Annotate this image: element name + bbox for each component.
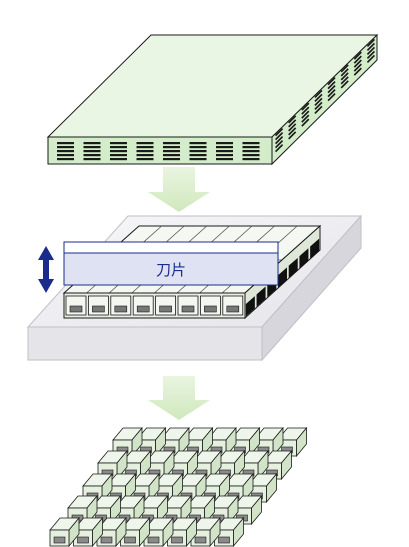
double-arrow-icon — [38, 246, 54, 293]
side-vent-group — [288, 115, 297, 140]
vent-group — [216, 142, 233, 161]
blade-slot — [199, 295, 221, 316]
blade-slot — [88, 295, 109, 316]
side-vent-group — [274, 128, 284, 153]
blade-slot — [110, 295, 132, 316]
enclosure-front-slots — [65, 295, 244, 316]
blade-unit — [143, 516, 174, 547]
side-vent-group — [353, 51, 362, 76]
tray-front-face — [27, 326, 263, 361]
vent-group — [242, 142, 260, 161]
down-arrow-icon — [148, 376, 210, 420]
vent-group — [110, 142, 127, 161]
server-front-face — [47, 136, 273, 165]
blade-field — [49, 426, 308, 547]
side-vent-group — [366, 38, 376, 63]
side-vent-group — [301, 102, 310, 127]
blade-unit — [72, 516, 104, 547]
server-chassis — [46, 33, 379, 166]
blade-unit — [49, 516, 80, 547]
blade-slot — [155, 295, 177, 316]
blade-slot — [65, 295, 87, 316]
vent-group — [189, 142, 207, 161]
blade-label: 刀片 — [156, 261, 186, 279]
blade-slot — [132, 295, 154, 316]
blade-module: 刀片 — [63, 241, 279, 286]
vent-group — [163, 142, 180, 161]
side-vent-group — [327, 77, 336, 102]
blade-unit — [213, 516, 245, 547]
server-side-vents — [274, 38, 376, 153]
side-vent-group — [314, 89, 323, 114]
vent-group — [83, 142, 101, 161]
side-vent-group — [340, 64, 349, 89]
blade-slot — [177, 295, 199, 316]
server-front-vents — [57, 142, 260, 161]
blade-unit — [119, 516, 151, 547]
vent-group — [57, 142, 74, 161]
down-arrow-icon — [148, 167, 210, 212]
vent-group — [136, 142, 154, 161]
blade-slot — [222, 295, 244, 316]
blade-unit — [190, 516, 221, 547]
blade-body — [63, 252, 279, 286]
blade-top-strip — [63, 241, 279, 254]
blade-unit — [167, 449, 199, 481]
